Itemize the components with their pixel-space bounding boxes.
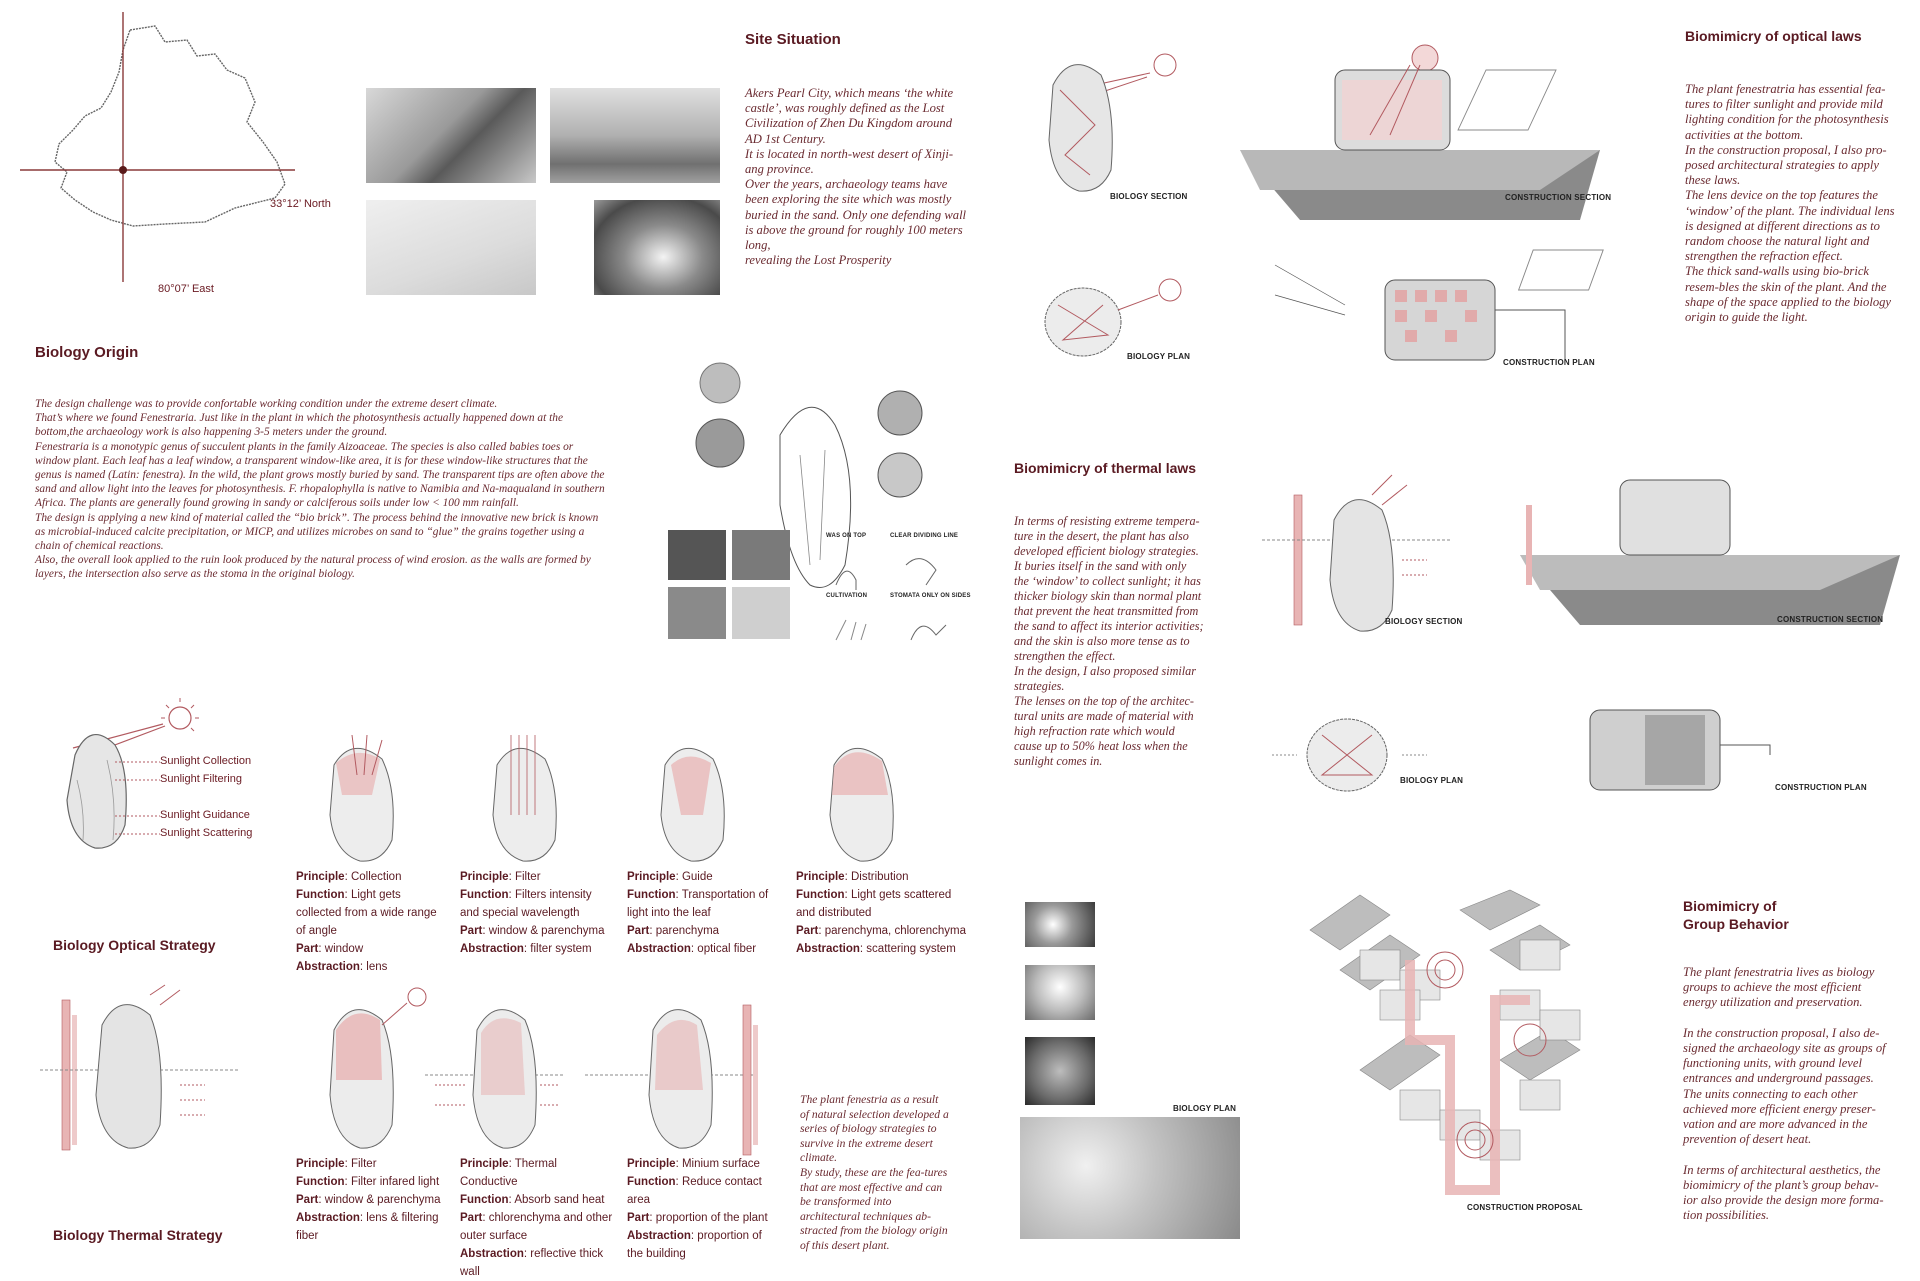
optical-card-collection: Principle: Collection Function: Light ge… xyxy=(296,871,437,973)
annotation-sunlight-collection: Sunlight Collection xyxy=(160,755,252,767)
site-photo-2 xyxy=(550,88,720,183)
origin-label-cultivation: CULTIVATION xyxy=(826,593,868,599)
thermal-law-construction-section xyxy=(1520,479,1900,625)
thermal-law-biology-section xyxy=(1262,474,1452,632)
thermal-strategy-title: Biology Thermal Strategy xyxy=(53,1227,223,1243)
annotation-sunlight-filtering: Sunlight Filtering xyxy=(160,773,242,785)
origin-label-was-on-top: WAS ON TOP xyxy=(826,533,867,539)
origin-label-stomata: STOMATA ONLY ON SIDES xyxy=(890,593,971,599)
optical-sketch-guide xyxy=(660,747,725,862)
annotation-sunlight-scattering: Sunlight Scattering xyxy=(160,827,253,839)
thermal-card-conductive: Principle: Thermal Conductive Function: … xyxy=(460,1158,613,1278)
site-situation-text: Akers Pearl City, which means ‘the white… xyxy=(745,86,967,268)
thermal-strategy-main-sketch xyxy=(40,984,240,1151)
optical-biology-section-label: BIOLOGY SECTION xyxy=(1110,192,1188,201)
optical-sketch-filter xyxy=(492,735,557,862)
optical-law-construction-plan xyxy=(1274,249,1604,361)
optical-law-biology-section xyxy=(1048,53,1177,192)
optical-card-guide: Principle: Guide Function: Transportatio… xyxy=(627,871,769,955)
group-biology-plan-label: BIOLOGY PLAN xyxy=(1173,1104,1237,1113)
thermal-law-construction-plan xyxy=(1589,709,1771,791)
optical-construction-section-label: CONSTRUCTION SECTION xyxy=(1505,193,1612,202)
optical-law-biology-plan xyxy=(1044,278,1182,357)
thermal-laws-title: Biomimicry of thermal laws xyxy=(1014,460,1197,476)
group-construction-proposal xyxy=(1309,889,1581,1195)
group-photo-2 xyxy=(1025,965,1095,1020)
optical-laws-text: The plant fenestratria has essential fea… xyxy=(1685,82,1895,325)
site-photo-1 xyxy=(366,88,536,183)
group-behavior-title-line1: Biomimicry of xyxy=(1683,898,1777,914)
thermal-construction-plan-label: CONSTRUCTION PLAN xyxy=(1775,783,1867,792)
optical-biology-plan-label: BIOLOGY PLAN xyxy=(1127,352,1191,361)
thermal-sketch-minimum-surface xyxy=(585,1004,758,1156)
thermal-law-biology-plan xyxy=(1272,718,1427,792)
optical-sketch-collection xyxy=(329,734,394,862)
site-photo-4 xyxy=(594,200,720,295)
group-behavior-text: The plant fenestratria lives as biology … xyxy=(1683,965,1886,1223)
north-coordinate: 33°12’ North xyxy=(270,198,331,210)
group-photo-3 xyxy=(1025,1037,1095,1105)
thermal-laws-text: In terms of resisting extreme tempera-tu… xyxy=(1014,514,1204,768)
site-map xyxy=(20,12,295,282)
thermal-card-filter: Principle: Filter Function: Filter infar… xyxy=(296,1158,441,1242)
origin-leaf-sketch xyxy=(668,362,923,639)
thermal-strategy-text: The plant fenestria as a result of natur… xyxy=(800,1093,949,1252)
optical-sketch-distribution xyxy=(829,747,894,862)
thermal-biology-section-label: BIOLOGY SECTION xyxy=(1385,617,1463,626)
optical-strategy-main-sketch xyxy=(66,698,199,849)
site-photo-3 xyxy=(366,200,536,295)
group-biology-plan-image xyxy=(1020,1117,1240,1239)
site-situation-title: Site Situation xyxy=(745,31,841,48)
thermal-card-minimum-surface: Principle: Minium surface Function: Redu… xyxy=(627,1158,768,1260)
thermal-biology-plan-label: BIOLOGY PLAN xyxy=(1400,776,1464,785)
group-photo-1 xyxy=(1025,902,1095,947)
optical-card-distribution: Principle: Distribution Function: Light … xyxy=(796,871,967,955)
east-coordinate: 80°07’ East xyxy=(158,283,214,295)
group-behavior-title-line2: Group Behavior xyxy=(1683,916,1789,932)
optical-card-filter: Principle: Filter Function: Filters inte… xyxy=(460,871,605,955)
biology-origin-title: Biology Origin xyxy=(35,344,139,361)
thermal-sketch-filter xyxy=(329,987,427,1149)
thermal-sketch-conductive xyxy=(425,1009,565,1149)
optical-law-construction-section xyxy=(1240,44,1600,220)
thermal-construction-section-label: CONSTRUCTION SECTION xyxy=(1777,615,1884,624)
group-construction-proposal-label: CONSTRUCTION PROPOSAL xyxy=(1467,1203,1583,1212)
optical-construction-plan-label: CONSTRUCTION PLAN xyxy=(1503,358,1595,367)
optical-laws-title: Biomimicry of optical laws xyxy=(1685,28,1862,44)
annotation-sunlight-guidance: Sunlight Guidance xyxy=(160,809,250,821)
optical-strategy-title: Biology Optical Strategy xyxy=(53,937,216,953)
origin-detail-sketches xyxy=(835,558,947,641)
biology-origin-text: The design challenge was to provide conf… xyxy=(35,398,605,581)
origin-label-clear-dividing: CLEAR DIVIDING LINE xyxy=(890,533,959,539)
